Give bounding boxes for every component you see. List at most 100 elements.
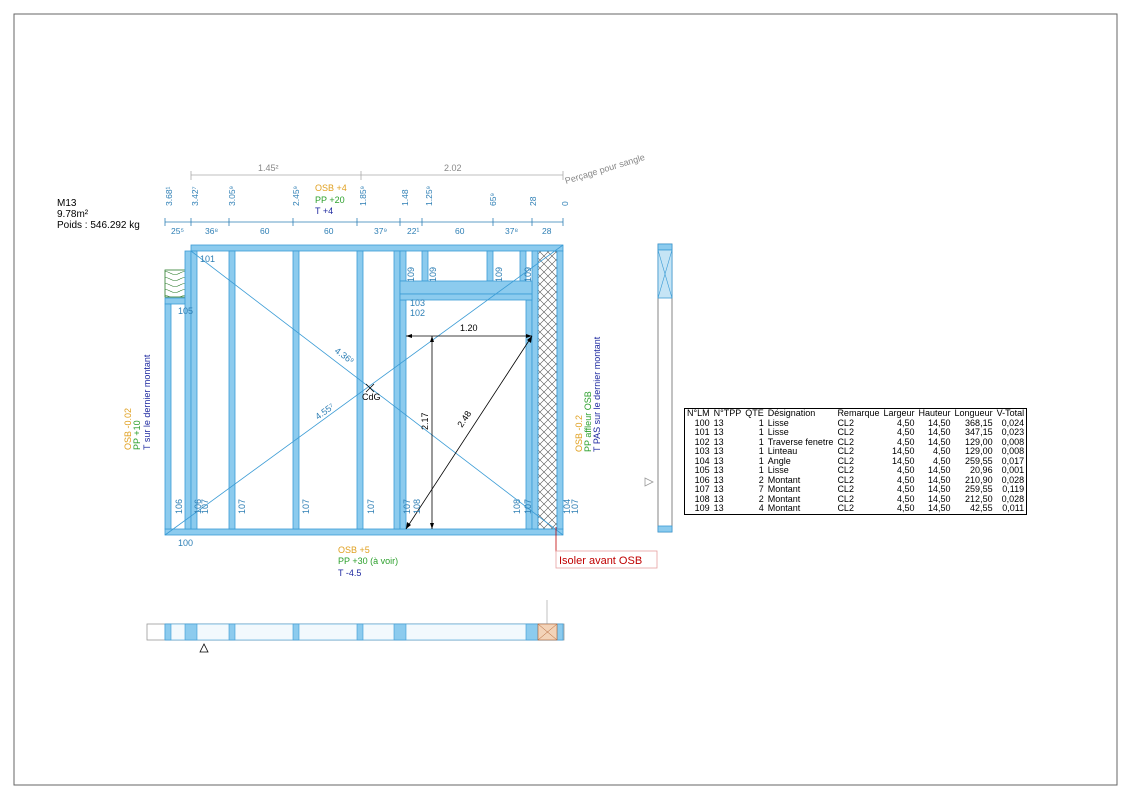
cripple-stud [486, 250, 494, 282]
table-row: 102 13 1 Traverse fenetre CL2 4,50 14,50… [685, 436, 1027, 448]
table-cell: CL2 [837, 417, 854, 428]
col-header: Longueur [954, 408, 993, 418]
table-cell: 14,50 [928, 503, 951, 513]
table-cell: 14,50 [928, 484, 951, 494]
height-mark: 28 [528, 196, 538, 206]
table-row: 108 13 2 Montant CL2 4,50 14,50 212,50 0… [685, 493, 1027, 505]
height-mark: 3.68¹ [164, 186, 174, 206]
table-cell: 103 [694, 446, 710, 456]
top-dimensions: 1.45² 2.02 Perçage pour sangle 3.68¹ 3.4… [164, 152, 646, 236]
table-row: 103 13 1 Linteau CL2 14,50 4,50 129,00 0… [685, 446, 1027, 457]
table-cell: 101 [694, 427, 710, 437]
table-cell: CL2 [837, 474, 854, 485]
table-cell: 0,028 [1001, 493, 1025, 504]
wall-elevation: CdG 101 105 100 103 102 106 106 107 107 … [164, 244, 580, 548]
table-cell: 14,50 [928, 474, 951, 485]
side-section [644, 243, 673, 533]
table-cell: CL2 [837, 465, 854, 475]
member-label: 106 [174, 499, 184, 514]
member-label: 102 [410, 308, 425, 318]
table-cell: Lisse [767, 465, 789, 475]
member-label: 109 [523, 267, 533, 282]
spacing-value: 60 [260, 226, 270, 236]
top-note-osb: OSB +4 [315, 183, 347, 193]
bottom-note-t: T -4.5 [338, 568, 361, 578]
callout-box [555, 550, 658, 569]
table-cell: 107 [694, 484, 710, 494]
table-cell: 13 [713, 484, 724, 494]
parts-table: N°LM N°TPP QTE Désignation Remarque Larg… [684, 408, 1028, 515]
sheet-border [13, 13, 1118, 786]
stud [190, 250, 198, 530]
table-cell: 259,55 [965, 455, 993, 466]
center-of-gravity-icon [365, 383, 375, 393]
table-cell: 1 [758, 455, 764, 466]
table-cell: 0,001 [1001, 465, 1025, 475]
table-cell: 105 [694, 465, 710, 475]
diagonal-value: 4.36⁹ [333, 346, 356, 367]
stud [356, 250, 364, 530]
callout-text: Isoler avant OSB [559, 555, 642, 567]
table-cell: 1 [758, 417, 764, 428]
bottom-note-pp: PP +30 (à voir) [338, 556, 398, 566]
strap-note: Perçage pour sangle [564, 152, 646, 186]
table-cell: 13 [713, 493, 724, 504]
table-cell: 347,15 [965, 427, 993, 437]
table-row: 109 13 4 Montant CL2 4,50 14,50 42,55 0,… [685, 503, 1027, 514]
diagonal-line [164, 244, 564, 536]
table-cell: 100 [694, 417, 710, 428]
panel-area: 9.78m² [57, 209, 89, 220]
table-cell: Montant [767, 503, 801, 513]
member-label: 109 [494, 267, 504, 282]
table-cell: 4,50 [933, 455, 951, 466]
bottom-note-osb: OSB +5 [338, 545, 370, 555]
table-cell: 1 [758, 427, 764, 437]
spacing-value: 60 [455, 226, 465, 236]
table-cell: 13 [713, 465, 724, 475]
table-cell: 108 [694, 493, 710, 504]
table-cell: Angle [767, 455, 791, 466]
table-cell: 4,50 [896, 503, 915, 513]
table-cell: 4,50 [896, 465, 915, 475]
table-cell: 104 [694, 455, 710, 466]
height-mark: 1.48 [400, 189, 410, 206]
table-cell: 20,96 [970, 465, 993, 475]
panel-id: M13 [57, 198, 77, 209]
table-cell: Traverse fenetre [767, 436, 834, 447]
opening-diagonal-line [405, 335, 533, 530]
table-cell: Lisse [767, 427, 789, 437]
table-cell: Montant [767, 474, 801, 485]
overall-dimension: 1.45² [258, 163, 279, 173]
table-header-row: N°LM N°TPP QTE Désignation Remarque Larg… [685, 408, 1027, 419]
table-cell: CL2 [837, 446, 854, 456]
stud [393, 250, 401, 530]
table-cell: 0,119 [1002, 484, 1025, 494]
table-cell: 4,50 [896, 427, 915, 437]
member-label: 105 [178, 306, 193, 316]
table-cell: 4,50 [933, 446, 951, 456]
table-cell: 14,50 [928, 465, 951, 475]
table-cell: 0,023 [1001, 427, 1025, 437]
table-cell: 0,017 [1001, 455, 1025, 466]
table-cell: 14,50 [891, 455, 915, 466]
table-cell: 0,011 [1002, 503, 1025, 513]
member-label: 108 [512, 499, 522, 514]
member-label: 109 [406, 267, 416, 282]
table-cell: 2 [758, 474, 764, 485]
table-cell: Lisse [767, 417, 789, 428]
spacing-value: 22¹ [407, 226, 419, 236]
table-cell: 210,90 [965, 474, 993, 485]
table-cell: 102 [694, 436, 710, 447]
cog-label: CdG [362, 392, 381, 402]
top-note-t: T +4 [315, 206, 333, 216]
view-arrow-icon [199, 643, 209, 653]
table-cell: 0,024 [1001, 417, 1025, 428]
table-row: 105 13 1 Lisse CL2 4,50 14,50 20,96 0,00… [685, 465, 1027, 476]
table-cell: 13 [713, 417, 724, 428]
table-row: 106 13 2 Montant CL2 4,50 14,50 210,90 0… [685, 474, 1027, 486]
top-plate [190, 244, 564, 252]
table-cell: 109 [694, 503, 710, 513]
top-note-pp: PP +20 [315, 195, 345, 205]
table-row: 104 13 1 Angle CL2 14,50 4,50 259,55 0,0… [685, 455, 1027, 467]
